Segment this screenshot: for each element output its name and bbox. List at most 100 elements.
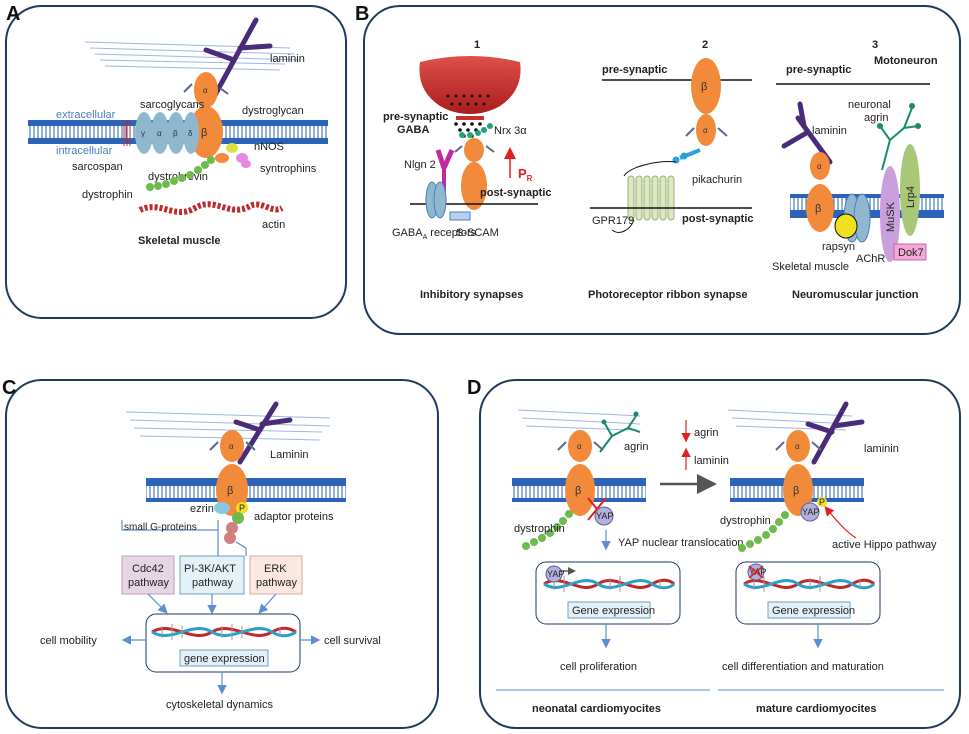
- svg-text:α: α: [203, 86, 208, 95]
- svg-text:β: β: [173, 129, 178, 138]
- panel-b-label: B: [355, 3, 369, 25]
- alpha-dystroglycan-b1: [464, 138, 484, 162]
- gene-expression-label-d-right: Gene expression: [772, 605, 855, 617]
- yap-translocation-label: YAP nuclear translocation: [618, 537, 744, 549]
- panel-d: D α β agrin dystrophin YAP YAP nuclear t…: [467, 377, 961, 729]
- actin-label: actin: [262, 219, 285, 231]
- gpr179: [627, 175, 675, 221]
- svg-text:α: α: [817, 162, 822, 171]
- b3-caption: Neuromuscular junction: [792, 289, 919, 301]
- svg-text:β: β: [793, 485, 799, 497]
- sarcoglycan-gamma: [135, 112, 153, 154]
- sarcospan: [123, 120, 131, 146]
- ezrin: [214, 502, 230, 514]
- cdc42-box[interactable]: [121, 555, 175, 595]
- b2-caption: Photoreceptor ribbon synapse: [588, 289, 748, 301]
- svg-text:YAP: YAP: [749, 567, 766, 577]
- rapsyn-label: rapsyn: [822, 241, 855, 253]
- alpha-dystroglycan-d-right: [786, 430, 810, 462]
- panel-a-caption: Skeletal muscle: [138, 235, 221, 247]
- b3-pre-label: pre-synaptic: [786, 64, 851, 76]
- yap-left: [594, 506, 614, 526]
- svg-text:YAP: YAP: [596, 511, 613, 521]
- erk-box[interactable]: [249, 555, 303, 595]
- neuronal-agrin-label-2: agrin: [864, 112, 888, 124]
- dystrophin-label-d-right: dystrophin: [720, 515, 771, 527]
- nNOS-label: nNOS: [254, 141, 284, 153]
- musk-label: MuSK: [885, 201, 897, 232]
- svg-text:α: α: [577, 442, 582, 451]
- laminin-label-a: laminin: [270, 53, 305, 65]
- rapsyn: [834, 213, 858, 239]
- sarcospan-label: sarcospan: [72, 161, 123, 173]
- svg-text:YAP: YAP: [802, 507, 819, 517]
- b2-post-label: post-synaptic: [682, 213, 754, 225]
- panel-b: B 1 pre-synaptic GABA Nrx 3α Nlgn 2 PR: [355, 3, 961, 335]
- svg-text:β: β: [201, 127, 207, 139]
- alpha-dystroglycan-d-left: [568, 430, 592, 462]
- gpr-label: GPR179: [592, 215, 634, 227]
- svg-text:γ: γ: [141, 129, 145, 138]
- laminin-label-d-right: laminin: [864, 443, 899, 455]
- gene-expression-label-d-left: Gene expression: [572, 605, 655, 617]
- sarcoglycan-beta: [167, 112, 185, 154]
- cdc42-label-1: Cdc42: [132, 563, 164, 575]
- b1-pre-label: pre-synaptic: [383, 111, 448, 123]
- adaptor-label: adaptor proteins: [254, 511, 334, 523]
- motoneuron-label: Motoneuron: [874, 55, 938, 67]
- beta-dystroglycan-b3: [806, 184, 834, 232]
- b1-number: 1: [474, 39, 480, 51]
- nlgn-label: Nlgn 2: [404, 159, 436, 171]
- agrin-label-d-left: agrin: [624, 441, 648, 453]
- cell-proliferation-label: cell proliferation: [560, 661, 637, 673]
- musk: [880, 166, 900, 262]
- laminin-label-b3: laminin: [812, 125, 847, 137]
- dok7: [893, 243, 927, 261]
- sarcoglycan-delta: [183, 112, 199, 154]
- beta-dystroglycan-d-right: [783, 464, 813, 516]
- dok7-label: Dok7: [898, 247, 924, 259]
- gene-expression-label-c: gene expression: [184, 653, 265, 665]
- pi3k-label-1: PI-3K/AKT: [184, 563, 236, 575]
- b3-number: 3: [872, 39, 878, 51]
- beta-dystroglycan-d-left: [565, 464, 595, 516]
- intracellular-label: intracellular: [56, 145, 113, 157]
- yap-phospho: [817, 497, 827, 507]
- lrp4: [900, 144, 920, 236]
- svg-text:β: β: [227, 485, 233, 497]
- svg-text:β: β: [575, 485, 581, 497]
- dna-d-left: [543, 576, 676, 592]
- ezrin-label: ezrin: [190, 503, 214, 515]
- pr-label: PR: [518, 166, 533, 183]
- hippo-label: active Hippo pathway: [832, 539, 937, 551]
- gaba-vesicles: [446, 94, 490, 138]
- alpha-dystroglycan-b3: [810, 152, 830, 180]
- extracellular-label: extracellular: [56, 109, 116, 121]
- b1-post-label: post-synaptic: [480, 187, 552, 199]
- dystrobrevin: [215, 153, 229, 163]
- alpha-dystroglycan-b2: [696, 114, 716, 146]
- pi3k-label-2: pathway: [192, 577, 233, 589]
- erk-label-1: ERK: [264, 563, 287, 575]
- laminin-label-c: Laminin: [270, 449, 309, 461]
- pi3k-box[interactable]: [179, 555, 245, 595]
- skeletal-muscle-label-b3: Skeletal muscle: [772, 261, 849, 273]
- panel-a-label: A: [6, 3, 20, 25]
- laminin-a: [203, 17, 273, 98]
- panel-d-label: D: [467, 377, 481, 399]
- b2-pre-label: pre-synaptic: [602, 64, 667, 76]
- agrin-d: [599, 415, 641, 453]
- neonatal-label: neonatal cardiomyocites: [532, 703, 661, 715]
- gene-expression-label-box-d-left: [567, 601, 651, 619]
- sarcoglycan-alpha: [151, 112, 169, 154]
- nlgn2: [435, 148, 455, 170]
- syntrophins-label: syntrophins: [260, 163, 317, 175]
- dystrophin-d-right: [738, 511, 789, 552]
- panel-c: C Laminin α β P ezrin adaptor proteins: [2, 377, 439, 729]
- svg-text:β: β: [701, 81, 707, 93]
- gaba-label: GABA: [397, 124, 429, 136]
- yap-right: [800, 502, 820, 522]
- dystroglycan-label: dystroglycan: [242, 105, 304, 117]
- svg-text:α: α: [157, 129, 162, 138]
- svg-text:β: β: [815, 203, 821, 215]
